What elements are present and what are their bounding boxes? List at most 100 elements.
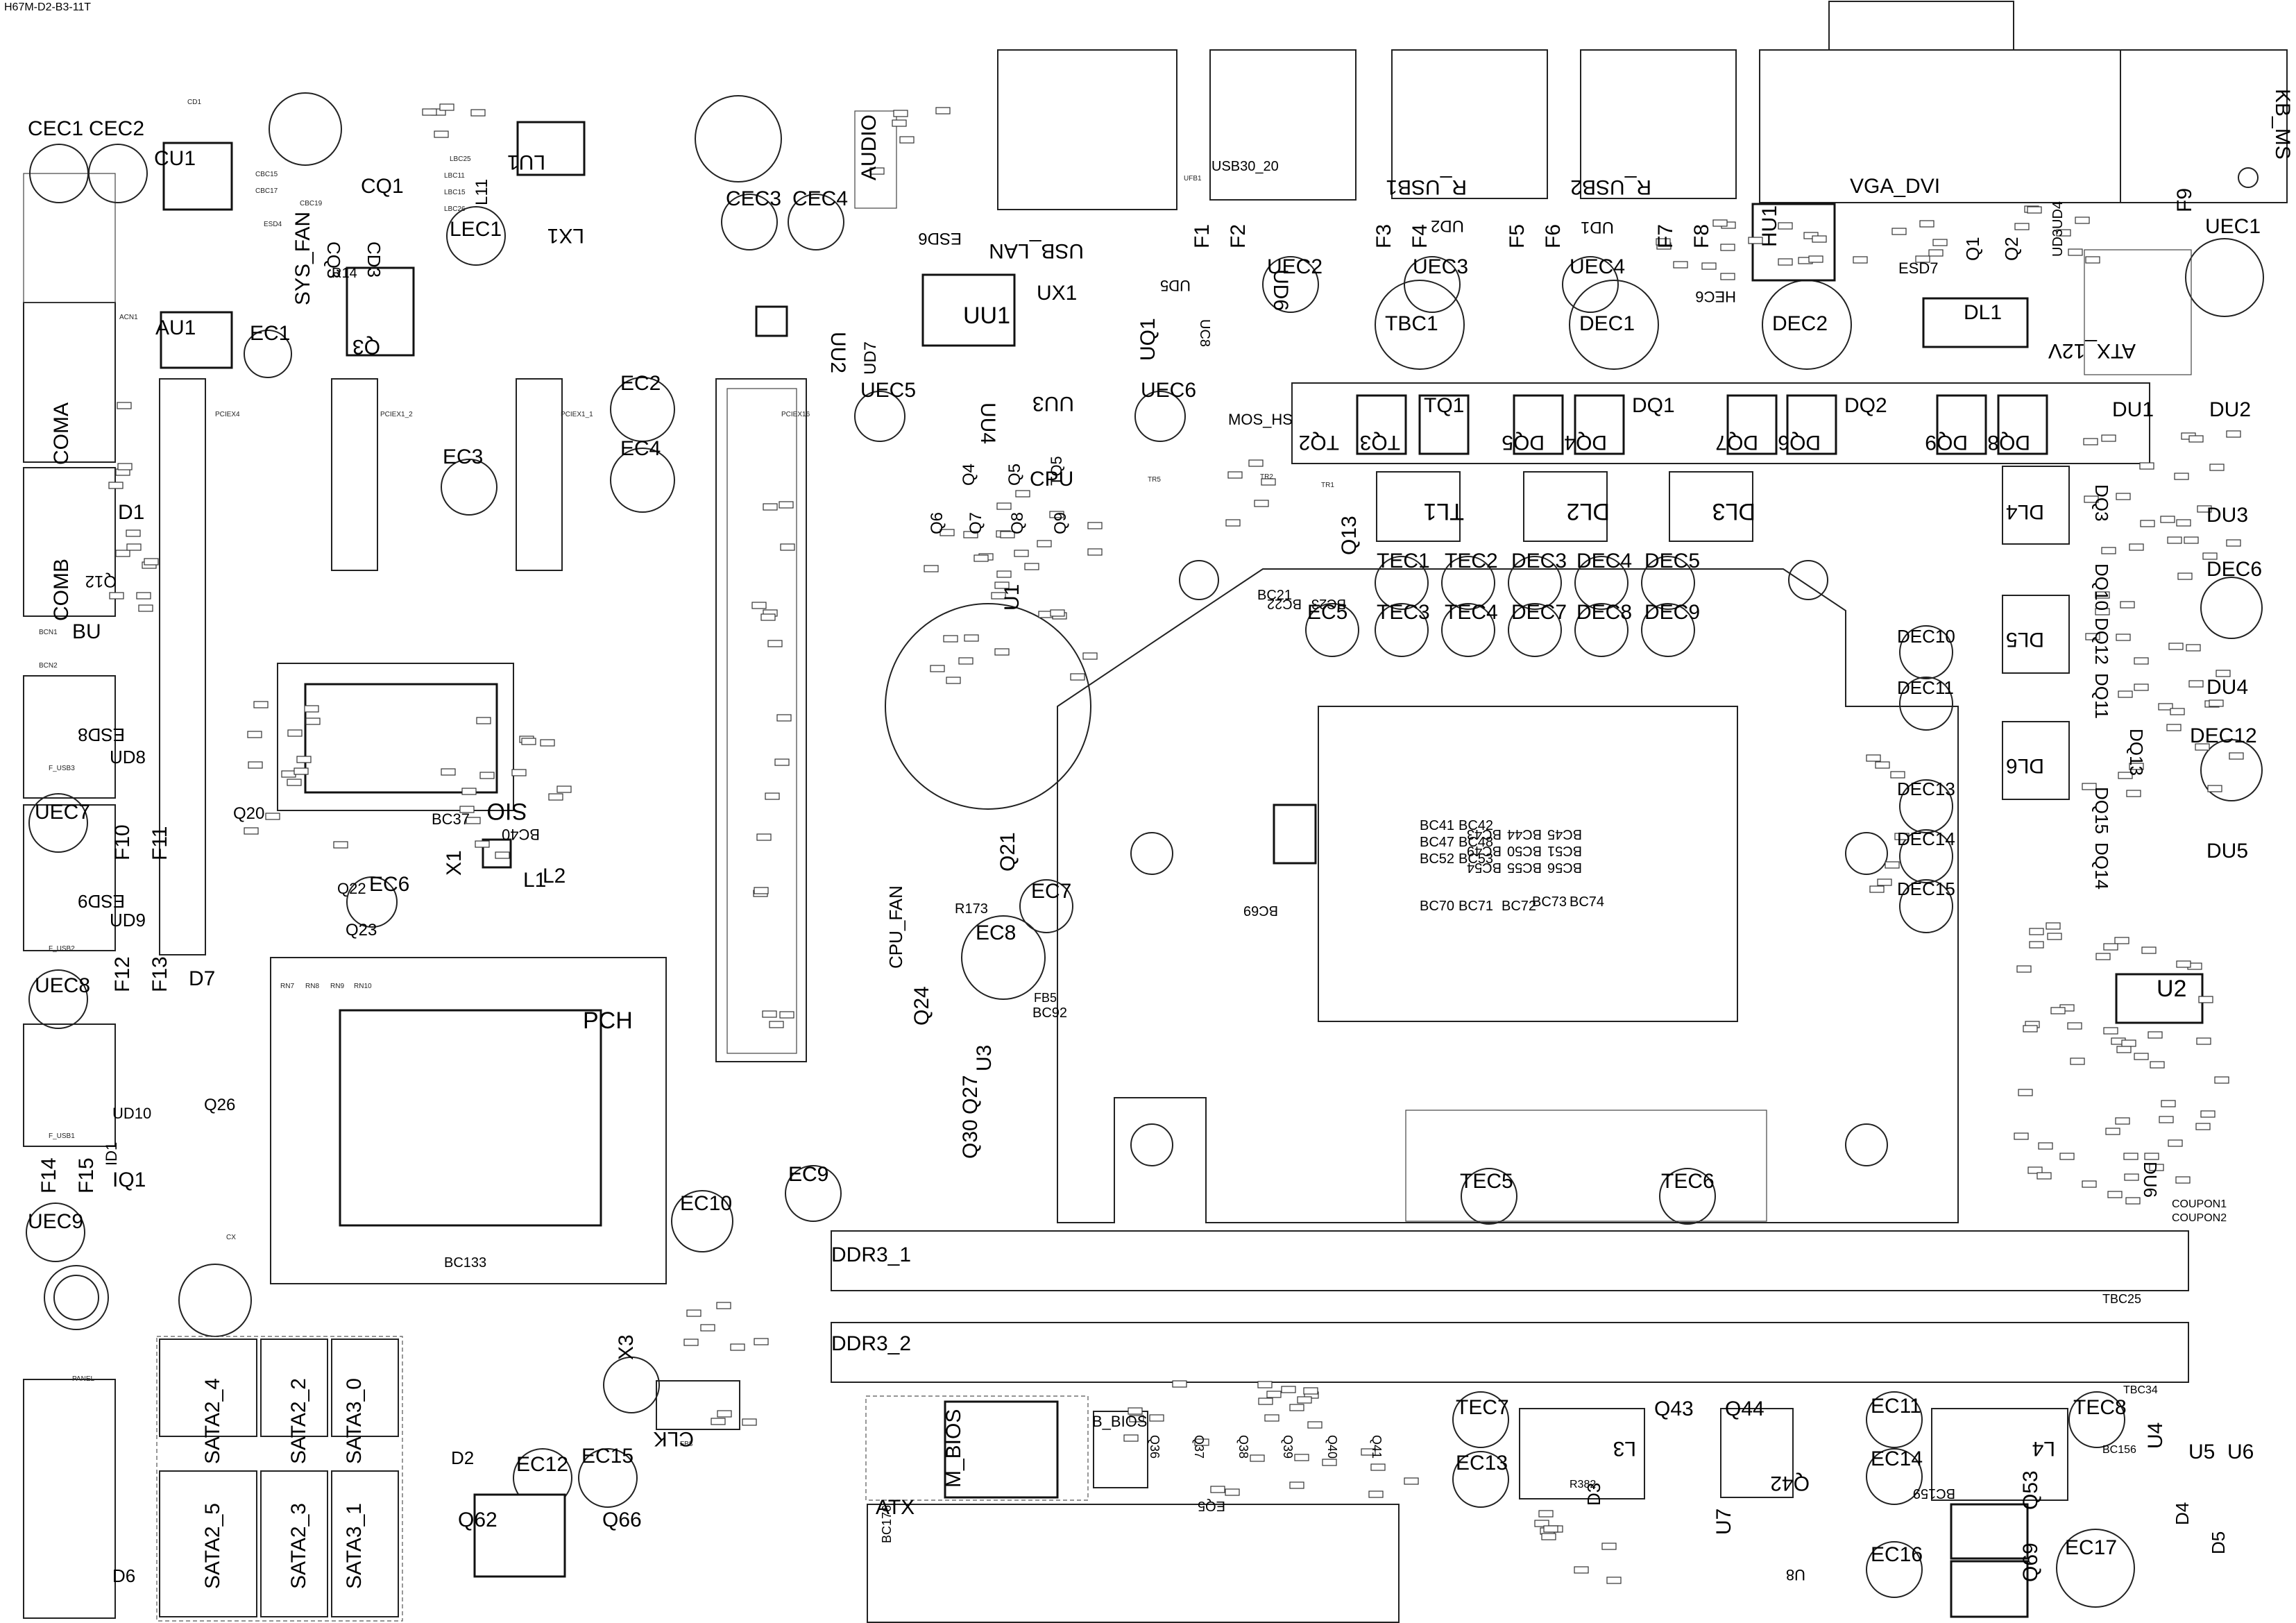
label-esd9: ESD9 — [78, 891, 125, 912]
cpu-socket — [1057, 560, 1959, 1223]
smd-pad — [1808, 255, 1823, 263]
label-q40: Q40 — [1325, 1435, 1339, 1459]
label-bc37: BC37 — [432, 810, 470, 828]
label-d5: D5 — [2208, 1531, 2229, 1554]
label-bc55: BC55 — [1507, 860, 1542, 875]
smd-pad — [1303, 1387, 1318, 1395]
label-f7: F7 — [1654, 224, 1677, 248]
smd-pad — [994, 581, 1010, 589]
label-l3: L3 — [1613, 1437, 1636, 1460]
label-coma: COMA — [50, 402, 73, 465]
label-ud8: UD8 — [110, 747, 146, 767]
label-dq9: DQ9 — [1925, 431, 1968, 454]
label-dec3: DEC3 — [1511, 550, 1567, 572]
label-atx: ATX — [876, 1496, 915, 1519]
label-du4: DU4 — [2206, 676, 2248, 699]
label-fb5: FB5 — [1034, 991, 1057, 1005]
smd-pad — [996, 570, 1012, 578]
label-usb30-20: USB30_20 — [1211, 159, 1279, 174]
label-bc53: BC53 — [1459, 851, 1493, 867]
smd-pad — [1024, 563, 1039, 570]
smd-pad — [700, 1324, 715, 1332]
label-dl6: DL6 — [2006, 754, 2044, 777]
label-q21: Q21 — [996, 832, 1019, 872]
label-u4: U4 — [2144, 1422, 2167, 1449]
label-tec2: TEC2 — [1445, 550, 1498, 572]
smd-pad — [683, 1339, 699, 1346]
smd-pad — [686, 1309, 701, 1317]
label-sata2-3: SATA2_3 — [287, 1503, 310, 1589]
smd-pad — [540, 739, 555, 747]
label-u2: U2 — [2157, 976, 2186, 1002]
smd-pad — [1254, 500, 1269, 507]
label-ddr3-1: DDR3_1 — [831, 1243, 911, 1266]
smd-pad — [1082, 652, 1098, 660]
memory-slots — [831, 1230, 2189, 1383]
silk-rn8: RN8 — [305, 983, 319, 990]
smd-pad — [2124, 1173, 2139, 1181]
label-f9: F9 — [2173, 188, 2196, 212]
silk-tr2: TR2 — [1260, 473, 1273, 481]
smd-pad — [924, 565, 939, 572]
label-q12: Q12 — [85, 572, 117, 590]
silk-f-usb3: F_USB3 — [49, 765, 75, 772]
smd-pad — [2161, 1100, 2176, 1107]
smd-pad — [1928, 249, 1944, 257]
smd-pad — [1225, 519, 1241, 527]
smd-pad — [138, 604, 153, 612]
smd-pad — [1261, 478, 1276, 486]
label-f6: F6 — [1542, 224, 1565, 248]
label-au1: AU1 — [155, 316, 196, 339]
label-tq3: TQ3 — [1360, 431, 1400, 454]
label-vga-dvi: VGA_DVI — [1850, 175, 1940, 198]
label-tq2: TQ2 — [1299, 431, 1339, 454]
expansion-slots — [159, 378, 807, 1062]
smd-pad — [2195, 743, 2210, 751]
smd-pad — [2085, 633, 2100, 640]
smd-pad — [2188, 435, 2204, 443]
smd-pad — [2186, 644, 2201, 652]
smd-pad — [1866, 754, 1881, 762]
smd-pad — [304, 705, 319, 713]
smd-pad — [2149, 1164, 2164, 1171]
smd-pad — [1869, 885, 1885, 893]
label-dq10: DQ10 — [2091, 563, 2112, 611]
label-tbc25: TBC25 — [2102, 1292, 2141, 1306]
silk-bcn1: BCN1 — [39, 629, 58, 636]
label-bc50: BC50 — [1507, 843, 1542, 858]
label-l2: L2 — [543, 865, 566, 887]
smd-pad — [2176, 519, 2191, 527]
smd-pad — [144, 558, 159, 566]
label-q39: Q39 — [1281, 1435, 1295, 1459]
smd-pad — [2029, 928, 2044, 935]
smd-pad — [2216, 670, 2231, 677]
smd-pad — [495, 851, 510, 859]
label-dl4: DL4 — [2006, 500, 2044, 523]
smd-pad — [2177, 572, 2193, 580]
label-tec4: TEC4 — [1445, 601, 1498, 624]
smd-pad — [2195, 1123, 2211, 1130]
smd-pad — [1248, 459, 1264, 467]
smd-pad — [305, 717, 321, 725]
silk-rn7: RN7 — [280, 983, 294, 990]
smd-pad — [899, 136, 915, 144]
label-dec2: DEC2 — [1772, 312, 1828, 335]
label-f14: F14 — [37, 1157, 60, 1193]
smd-pad — [2126, 790, 2141, 797]
silk-lbc11: LBC11 — [444, 172, 465, 180]
label-tq5: TQ5 — [1048, 456, 1065, 486]
label-q22: Q22 — [337, 880, 366, 897]
silk-pciex4: PCIEX4 — [215, 411, 240, 418]
smd-pad — [780, 543, 795, 551]
label-bc70: BC70 — [1420, 899, 1454, 914]
smd-pad — [1210, 1486, 1225, 1493]
smd-pad — [1370, 1463, 1386, 1471]
smd-pad — [2083, 438, 2098, 445]
label-dec12: DEC12 — [2190, 724, 2257, 747]
label-r-usb1: R_USB1 — [1386, 176, 1467, 198]
label-cec3: CEC3 — [726, 187, 781, 210]
smd-pad — [2014, 1132, 2029, 1140]
bottom-components — [156, 1336, 2068, 1623]
label-f5: F5 — [1506, 224, 1529, 248]
smd-pad — [1712, 219, 1728, 227]
